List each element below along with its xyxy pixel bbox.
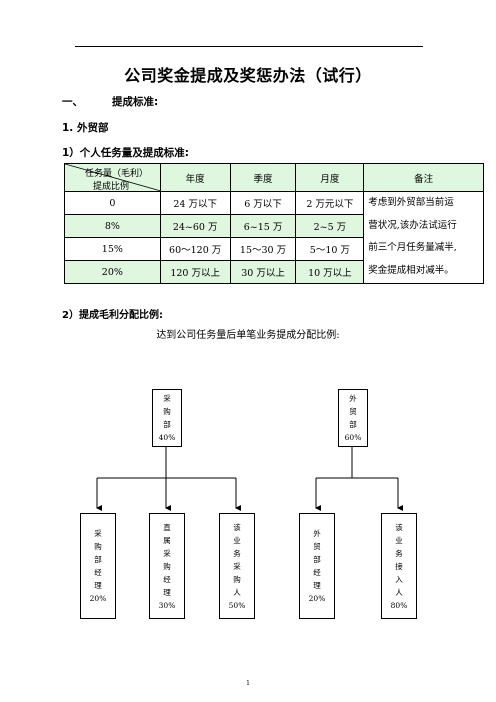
note-cell: 考虑到外贸部当前运 营状况,该办法试运行 前三个月任务量减半, 奖金提成相对减半… xyxy=(363,191,484,284)
section-number: 一、 xyxy=(62,96,83,108)
box-text: 采 xyxy=(94,529,102,538)
box-text: 接 xyxy=(395,561,403,571)
year-cell: 120 万以上 xyxy=(159,260,231,284)
box-percent: 20% xyxy=(89,594,107,603)
direct-purchasing-manager-box: 直 属 采 购 经 理 30% xyxy=(149,513,185,619)
purchasing-dept-box: 采 购 部 40% xyxy=(152,389,182,447)
box-text: 部 xyxy=(163,420,171,429)
page-title: 公司奖金提成及奖惩办法（试行） xyxy=(124,66,372,85)
box-text: 入 xyxy=(395,574,403,584)
box-text: 务 xyxy=(395,548,403,558)
box-text: 购 xyxy=(94,542,102,551)
foreign-trade-manager-box: 外 贸 部 经 理 20% xyxy=(299,513,335,619)
box-text: 经 xyxy=(163,574,171,584)
year-cell: 24~60 万 xyxy=(159,214,231,238)
column-header: 月度 xyxy=(295,163,365,192)
box-text: 采 xyxy=(163,548,171,558)
box-text: 人 xyxy=(233,587,241,597)
box-text: 该 xyxy=(233,522,241,532)
corner-bottom-label: 提成比例 xyxy=(93,182,130,192)
corner-top-label: 任务量（毛利） xyxy=(85,169,149,179)
table-row: 0 24 万以下 6 万以下 2 万元以下 考虑到外贸部当前运 营状况,该办法试… xyxy=(64,191,484,284)
box-text: 购 xyxy=(163,561,171,571)
box-text: 外 xyxy=(349,394,357,403)
section-label: 提成标准: xyxy=(112,96,159,108)
month-cell: 10 万以上 xyxy=(295,260,365,284)
rate-cell: 20% xyxy=(64,260,161,284)
section-heading: 一、 提成标准: xyxy=(62,94,158,109)
rate-cell: 15% xyxy=(64,237,161,261)
box-text: 务 xyxy=(233,548,241,558)
box-text: 理 xyxy=(94,581,102,590)
box-text: 理 xyxy=(313,581,321,590)
subsection-heading-task: 1）个人任务量及提成标准: xyxy=(62,147,190,159)
month-cell: 5～10 万 xyxy=(295,237,365,261)
table-row: 20% 120 万以上 30 万以上 10 万以上 xyxy=(64,260,484,284)
box-text: 部 xyxy=(94,555,102,564)
box-percent: 30% xyxy=(158,600,176,610)
box-text: 该 xyxy=(395,522,403,532)
box-text: 理 xyxy=(163,587,171,597)
header-rule xyxy=(75,46,423,47)
box-text: 属 xyxy=(163,535,171,545)
box-text: 采 xyxy=(233,561,241,571)
box-text: 经 xyxy=(313,568,321,577)
corner-header-cell: 任务量（毛利） 提成比例 xyxy=(64,163,161,192)
box-text: 购 xyxy=(233,574,241,584)
box-text: 外 xyxy=(313,529,321,538)
note-line: 奖金提成相对减半。 xyxy=(368,264,454,276)
column-header: 备注 xyxy=(363,163,484,192)
box-text: 业 xyxy=(395,535,403,545)
diagonal-line xyxy=(65,164,161,191)
note-line: 营状况,该办法试运行 xyxy=(368,219,457,231)
business-receiver-box: 该 业 务 接 入 人 80% xyxy=(381,513,417,619)
table-row: 8% 24~60 万 6~15 万 2~5 万 xyxy=(64,214,484,238)
box-percent: 40% xyxy=(158,433,176,442)
box-text: 贸 xyxy=(349,407,357,416)
box-percent: 50% xyxy=(228,600,246,610)
commission-table: 任务量（毛利） 提成比例 年度 季度 月度 备注 0 24 万以下 6 万以下 … xyxy=(64,163,484,284)
distribution-intro: 达到公司任务量后单笔业务提成分配比例: xyxy=(156,330,340,341)
box-percent: 80% xyxy=(390,600,408,610)
box-text: 人 xyxy=(395,587,403,597)
quarter-cell: 30 万以上 xyxy=(229,260,297,284)
foreign-trade-dept-box: 外 贸 部 60% xyxy=(338,389,368,447)
box-text: 业 xyxy=(233,535,241,545)
quarter-cell: 6~15 万 xyxy=(229,214,297,238)
column-header: 季度 xyxy=(229,163,297,192)
box-text: 直 xyxy=(163,522,171,532)
box-text: 经 xyxy=(94,568,102,577)
page-number: 1 xyxy=(246,680,250,687)
box-text: 部 xyxy=(349,420,357,429)
box-text: 贸 xyxy=(313,542,321,551)
quarter-cell: 6 万以下 xyxy=(229,191,297,215)
purchasing-manager-box: 采 购 部 经 理 20% xyxy=(80,513,116,619)
month-cell: 2~5 万 xyxy=(295,214,365,238)
table-row: 15% 60～120 万 15～30 万 5～10 万 xyxy=(64,237,484,261)
subsection-heading: 1. 外贸部 xyxy=(62,122,109,134)
table-header-row: 任务量（毛利） 提成比例 年度 季度 月度 备注 xyxy=(64,163,484,192)
year-cell: 60～120 万 xyxy=(159,237,231,261)
box-text: 购 xyxy=(163,407,171,416)
box-text: 部 xyxy=(313,555,321,564)
box-text: 采 xyxy=(163,394,171,403)
business-purchaser-box: 该 业 务 采 购 人 50% xyxy=(219,513,255,619)
subsection-heading-distribution: 2）提成毛利分配比例: xyxy=(62,310,163,321)
box-percent: 60% xyxy=(344,433,362,442)
note-line: 前三个月任务量减半, xyxy=(368,242,457,253)
rate-cell: 8% xyxy=(64,214,161,238)
box-percent: 20% xyxy=(308,594,326,603)
note-line: 考虑到外贸部当前运 xyxy=(368,197,454,208)
